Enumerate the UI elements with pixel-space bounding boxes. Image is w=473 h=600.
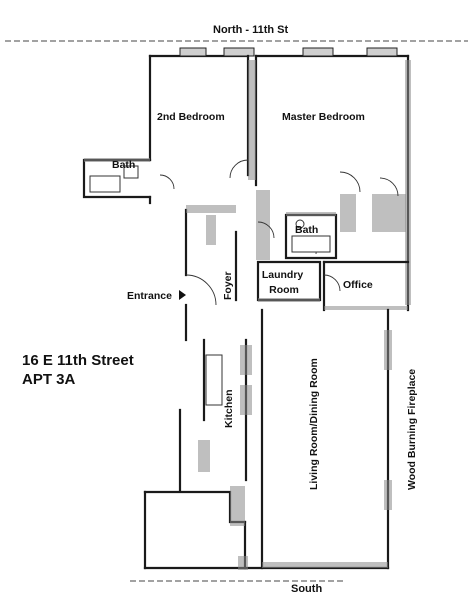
room-label-second-bedroom: 2nd Bedroom	[157, 111, 225, 123]
kitchen-counter	[205, 354, 223, 406]
room-label-master-bedroom: Master Bedroom	[282, 111, 365, 123]
north-window-1	[179, 47, 207, 57]
address-line-2: APT 3A	[22, 371, 76, 388]
left-bath-sink	[123, 165, 139, 179]
room-label-bath-left: Bath	[112, 159, 135, 171]
north-window-2	[223, 47, 255, 57]
address-line-1: 16 E 11th Street	[22, 352, 134, 369]
south-street-label: South	[291, 583, 322, 595]
left-bath-tub	[89, 175, 121, 193]
room-label-entrance: Entrance	[127, 290, 172, 302]
north-window-4	[366, 47, 398, 57]
laundry-line-1: Laundry	[262, 269, 304, 281]
fixtures	[89, 165, 331, 406]
room-label-living-dining: Living Room/Dining Room	[308, 358, 320, 490]
room-label-foyer: Foyer	[222, 271, 234, 300]
room-label-bath-center: Bath	[295, 224, 318, 236]
door-swings	[159, 159, 399, 306]
laundry-line-2: Room	[269, 284, 299, 296]
triangle-right-icon	[179, 290, 186, 300]
center-bath-tub	[291, 235, 331, 253]
room-label-fireplace: Wood Burning Fireplace	[406, 369, 418, 490]
room-label-office: Office	[343, 279, 373, 291]
room-label-laundry: Laundry Room	[262, 269, 306, 296]
room-label-kitchen: Kitchen	[223, 389, 235, 428]
center-bath-toilet	[295, 219, 305, 229]
entrance-marker: Entrance	[127, 290, 186, 302]
north-street-label: North - 11th St	[213, 24, 289, 36]
north-window-3	[302, 47, 334, 57]
exterior-walls	[82, 47, 411, 570]
